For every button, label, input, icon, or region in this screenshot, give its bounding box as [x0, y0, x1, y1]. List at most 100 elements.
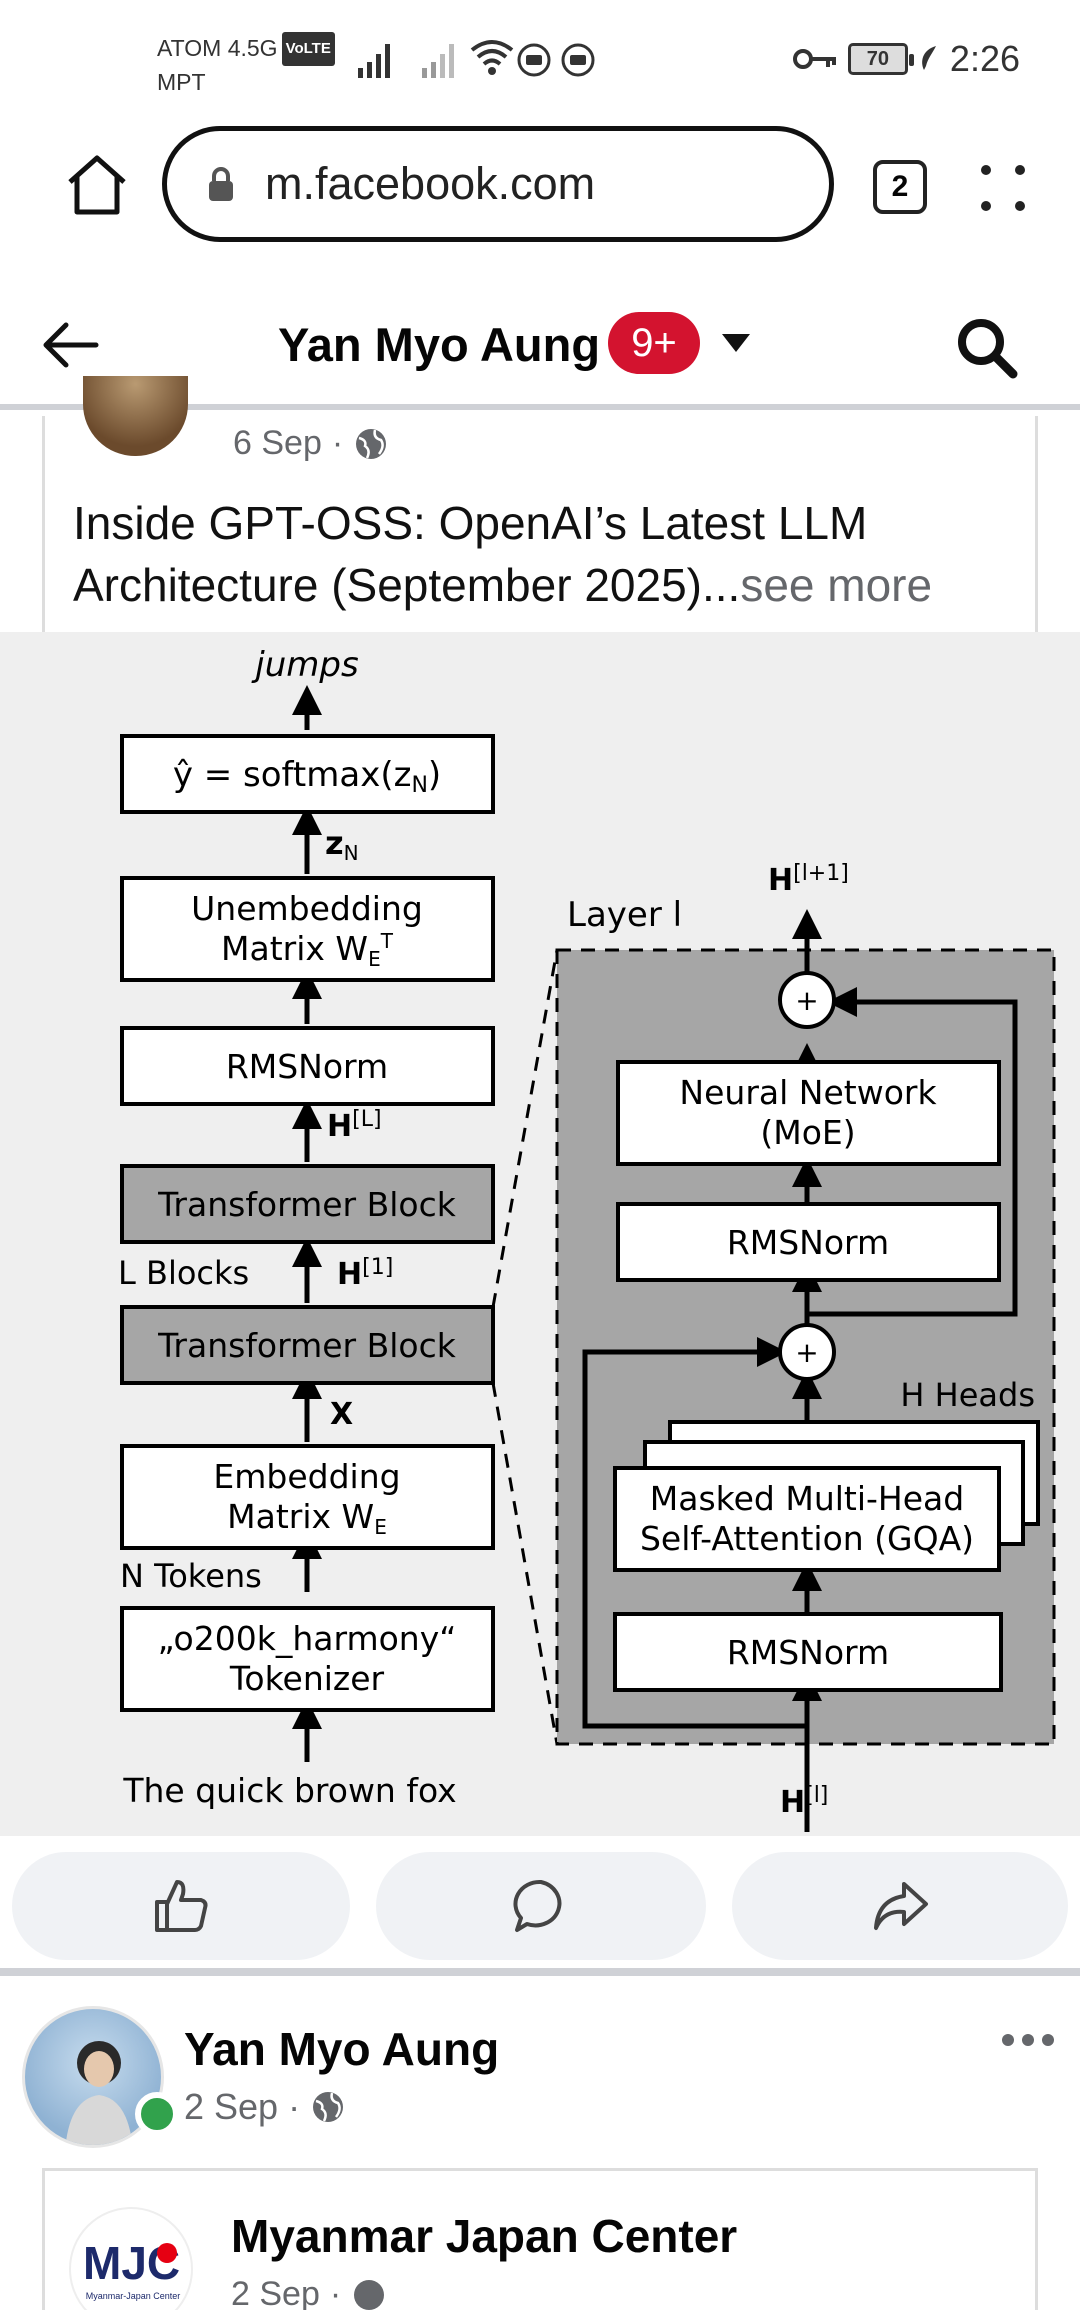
inner-rmsnorm-top [616, 1202, 1001, 1282]
address-bar[interactable]: m.facebook.com [162, 126, 834, 242]
meta-separator: · [331, 424, 344, 462]
output-word: jumps [251, 645, 358, 685]
hl-label: H[L] [327, 1107, 382, 1144]
unembedding-line1: Unembedding [191, 889, 423, 928]
input-text: The quick brown fox [122, 1771, 456, 1810]
carrier-name-2: MPT [157, 69, 206, 95]
mjc-logo[interactable]: MJC Myanmar-Japan Center [69, 2207, 193, 2310]
back-arrow-icon[interactable] [40, 320, 100, 370]
unembedding-line2: Matrix WET [221, 929, 394, 971]
online-status-dot [135, 2092, 179, 2136]
thumbs-up-icon [155, 1880, 208, 1932]
search-icon[interactable] [955, 316, 1019, 380]
plus-top: + [795, 984, 818, 1017]
inner-rmsnorm-top-label: RMSNorm [727, 1223, 889, 1262]
post-image[interactable]: jumps ŷ = softmax(zN) zN Unembedding Mat… [0, 632, 1080, 1836]
rmsnorm-label: RMSNorm [226, 1047, 388, 1086]
residual-add-bottom [778, 1323, 836, 1381]
post-author-avatar[interactable] [83, 376, 188, 456]
download-notif-icon [561, 43, 595, 77]
post-body: Inside GPT-OSS: OpenAI’s Latest LLM Arch… [73, 497, 868, 611]
person-photo [65, 2041, 133, 2145]
tab-switcher-button[interactable]: 2 [873, 160, 927, 214]
softmax-label: ŷ = softmax(zN) [173, 755, 441, 798]
transformer-block-bottom [120, 1305, 495, 1385]
h-heads-label: H Heads [900, 1376, 1035, 1414]
more-options-icon[interactable] [1000, 2030, 1056, 2050]
notification-badge[interactable]: 9+ [608, 312, 700, 374]
like-button[interactable] [12, 1852, 350, 1960]
h-next-label: H[l+1] [768, 861, 849, 898]
plus-bottom: + [795, 1336, 818, 1369]
softmax-box [120, 734, 495, 814]
clock-time: 2:26 [949, 38, 1020, 79]
browser-toolbar: m.facebook.com 2 [0, 120, 1080, 250]
meta-separator-3: · [329, 2275, 342, 2310]
architecture-diagram: jumps ŷ = softmax(zN) zN Unembedding Mat… [118, 645, 1056, 1832]
post-text: Inside GPT-OSS: OpenAI’s Latest LLM Arch… [73, 492, 1023, 616]
x-label: X [330, 1397, 353, 1432]
share-button[interactable] [732, 1852, 1068, 1960]
n-tokens-label: N Tokens [120, 1557, 262, 1595]
attention-line1: Masked Multi-Head [650, 1479, 964, 1518]
unembedding-box [120, 876, 495, 982]
attention-line2: Self-Attention (GQA) [640, 1519, 974, 1558]
next-post-meta: 2 Sep · [184, 2086, 346, 2128]
moe-box [616, 1060, 1001, 1166]
profile-header: Yan Myo Aung 9+ [0, 280, 1080, 410]
battery-saver-leaf-icon [922, 46, 936, 70]
l-blocks-label: L Blocks [118, 1254, 249, 1292]
moe-line1: Neural Network [679, 1073, 937, 1112]
vpn-key-icon [792, 49, 836, 69]
volte-badge: VoLTE [281, 32, 335, 66]
battery-indicator: 70 [847, 43, 914, 75]
post-meta: 6 Sep · [233, 424, 389, 463]
chevron-down-icon[interactable] [720, 332, 752, 354]
h1-label: H[1] [337, 1255, 393, 1292]
meta-separator-2: · [288, 2086, 301, 2127]
shared-page-name[interactable]: Myanmar Japan Center [231, 2210, 738, 2262]
mjc-logo-graphic: MJC Myanmar-Japan Center [83, 2237, 181, 2301]
next-post-date[interactable]: 2 Sep [184, 2086, 279, 2127]
layer-label: Layer l [567, 895, 682, 935]
browser-menu-icon[interactable] [978, 160, 1028, 216]
signal-2-icon [422, 44, 454, 78]
public-globe-icon [354, 2279, 385, 2310]
attention-box [613, 1466, 1001, 1572]
comment-button[interactable] [376, 1852, 706, 1960]
zn-label: zN [325, 824, 359, 865]
next-post-author[interactable]: Yan Myo Aung [184, 2023, 500, 2075]
transformer-block-top [120, 1164, 495, 1244]
post-actions [0, 1836, 1080, 1976]
embedding-box [120, 1444, 495, 1550]
home-icon[interactable] [62, 150, 132, 220]
public-globe-icon [313, 2092, 344, 2122]
embedding-line2: Matrix WE [227, 1497, 387, 1539]
lock-icon [209, 167, 233, 201]
wifi-icon [470, 40, 514, 75]
rmsnorm-box [120, 1026, 495, 1106]
post-date[interactable]: 6 Sep [233, 424, 322, 462]
tokenizer-box [120, 1606, 495, 1712]
public-globe-icon [356, 428, 387, 459]
inner-rmsnorm-bottom-label: RMSNorm [727, 1633, 889, 1672]
tokenizer-line2: Tokenizer [229, 1659, 385, 1698]
embedding-line1: Embedding [213, 1457, 400, 1496]
inner-rmsnorm-bottom [613, 1612, 1003, 1692]
carrier-name: ATOM 4.5G [157, 35, 278, 61]
logo-caption: Myanmar-Japan Center [86, 2291, 181, 2301]
url-text: m.facebook.com [265, 158, 596, 209]
comment-icon [513, 1879, 562, 1932]
moe-line2: (MoE) [760, 1113, 855, 1152]
post-card: 6 Sep · Inside GPT-OSS: OpenAI’s Latest … [42, 376, 1038, 632]
see-more-link[interactable]: see more [740, 559, 933, 611]
transformer-block-label-2: Transformer Block [157, 1326, 457, 1365]
profile-name[interactable]: Yan Myo Aung [278, 318, 601, 371]
shared-post-date[interactable]: 2 Sep [231, 2275, 320, 2310]
tokenizer-line1: „o200k_harmony“ [158, 1619, 457, 1658]
share-arrow-icon [874, 1882, 928, 1930]
h-current-label: H[l] [780, 1783, 828, 1820]
shared-post-card[interactable]: MJC Myanmar-Japan Center Myanmar Japan C… [42, 2168, 1038, 2310]
